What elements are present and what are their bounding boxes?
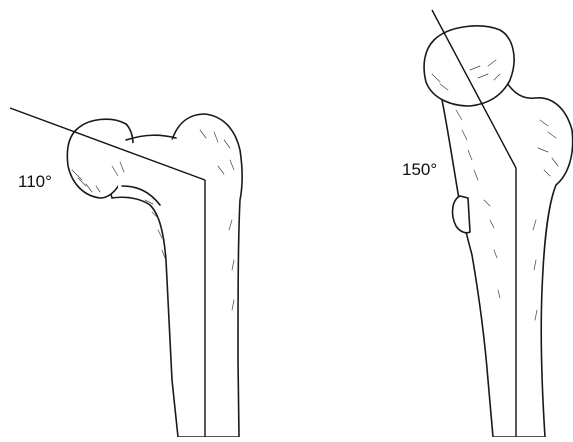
right-lesser-trochanter — [453, 196, 470, 233]
left-angle-label: 110° — [18, 172, 52, 192]
right-femoral-head — [424, 26, 514, 106]
left-femur-drawing — [10, 108, 242, 437]
right-angle-label: 150° — [402, 160, 437, 180]
right-femur-drawing — [424, 10, 573, 437]
right-femur-outline — [442, 72, 573, 437]
